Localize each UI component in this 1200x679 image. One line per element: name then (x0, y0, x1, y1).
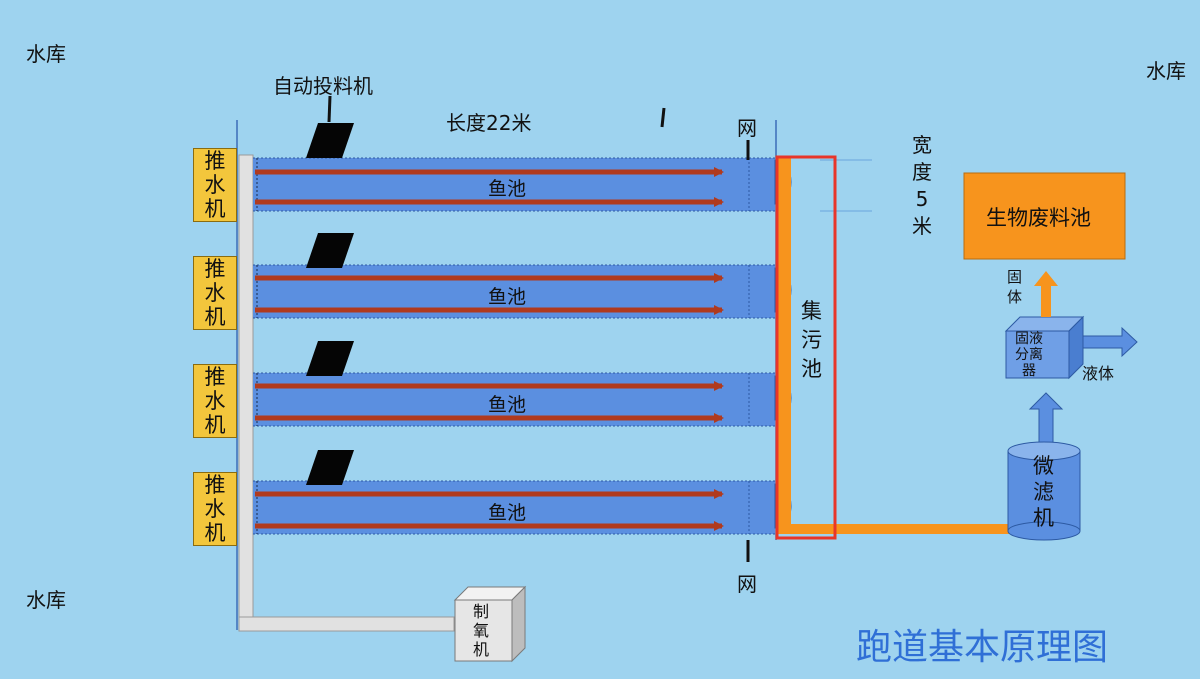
sewage-pool-label: 集 污 池 (801, 299, 822, 381)
air-pipe-horizontal (238, 616, 455, 632)
width-char: 5 (915, 187, 929, 211)
solid-label: 固 体 (1007, 268, 1023, 306)
microfilter-cylinder (1007, 441, 1081, 541)
width-char: 宽 (912, 133, 932, 157)
separator-label: 固液 分离 器 (1015, 331, 1043, 379)
net-label-bottom: 网 (737, 572, 757, 596)
feeder-3-icon (306, 341, 354, 376)
feeder-2-icon (306, 233, 354, 268)
feeder-1-icon (306, 123, 354, 158)
water-pusher-4: 推水机 (193, 472, 237, 546)
microfilter-label: 微 滤 机 (1033, 454, 1054, 530)
sewage-pool-highlight (775, 155, 837, 540)
liquid-label: 液体 (1082, 364, 1115, 383)
fish-pond-4 (253, 480, 792, 535)
length-label: 长度22米 (446, 111, 532, 135)
diagram-title: 跑道基本原理图 (856, 627, 1109, 668)
water-pusher-3: 推水机 (193, 364, 237, 438)
net-label-top: 网 (737, 116, 757, 140)
fish-pond-3 (253, 372, 792, 427)
oxygen-generator-box (453, 585, 527, 663)
net-marker-mid (660, 107, 666, 128)
feeder-4-icon (306, 450, 354, 485)
reservoir-label-bottom-left: 水库 (26, 588, 66, 612)
solid-arrow-icon (1034, 271, 1058, 317)
sewage-channel (776, 158, 791, 534)
pond-label-1: 鱼池 (488, 178, 527, 200)
width-char: 米 (912, 214, 932, 238)
biowaste-pool-box (963, 172, 1126, 260)
fish-pond-2 (253, 264, 792, 319)
liquid-arrow-icon (1082, 326, 1138, 358)
pond-label-2: 鱼池 (488, 286, 527, 308)
up-arrow-icon (1028, 392, 1064, 447)
pond-label-3: 鱼池 (488, 394, 527, 416)
sewage-pipe (791, 524, 1009, 534)
water-pusher-2: 推水机 (193, 256, 237, 330)
pond-label-4: 鱼池 (488, 502, 527, 524)
oxygen-generator-label: 制 氧 机 (473, 602, 490, 659)
width-label: 宽 度 5 米 (912, 132, 932, 240)
reservoir-label-top-right: 水库 (1146, 59, 1186, 83)
water-pusher-1: 推水机 (193, 148, 237, 222)
feeder-stem (327, 95, 332, 123)
air-pipe-vertical (238, 154, 254, 632)
feeder-label: 自动投料机 (273, 74, 373, 98)
width-char: 度 (912, 160, 932, 184)
biowaste-pool-label: 生物废料池 (986, 206, 1091, 230)
separator-box (1004, 315, 1085, 380)
reservoir-label-top-left: 水库 (26, 42, 66, 66)
